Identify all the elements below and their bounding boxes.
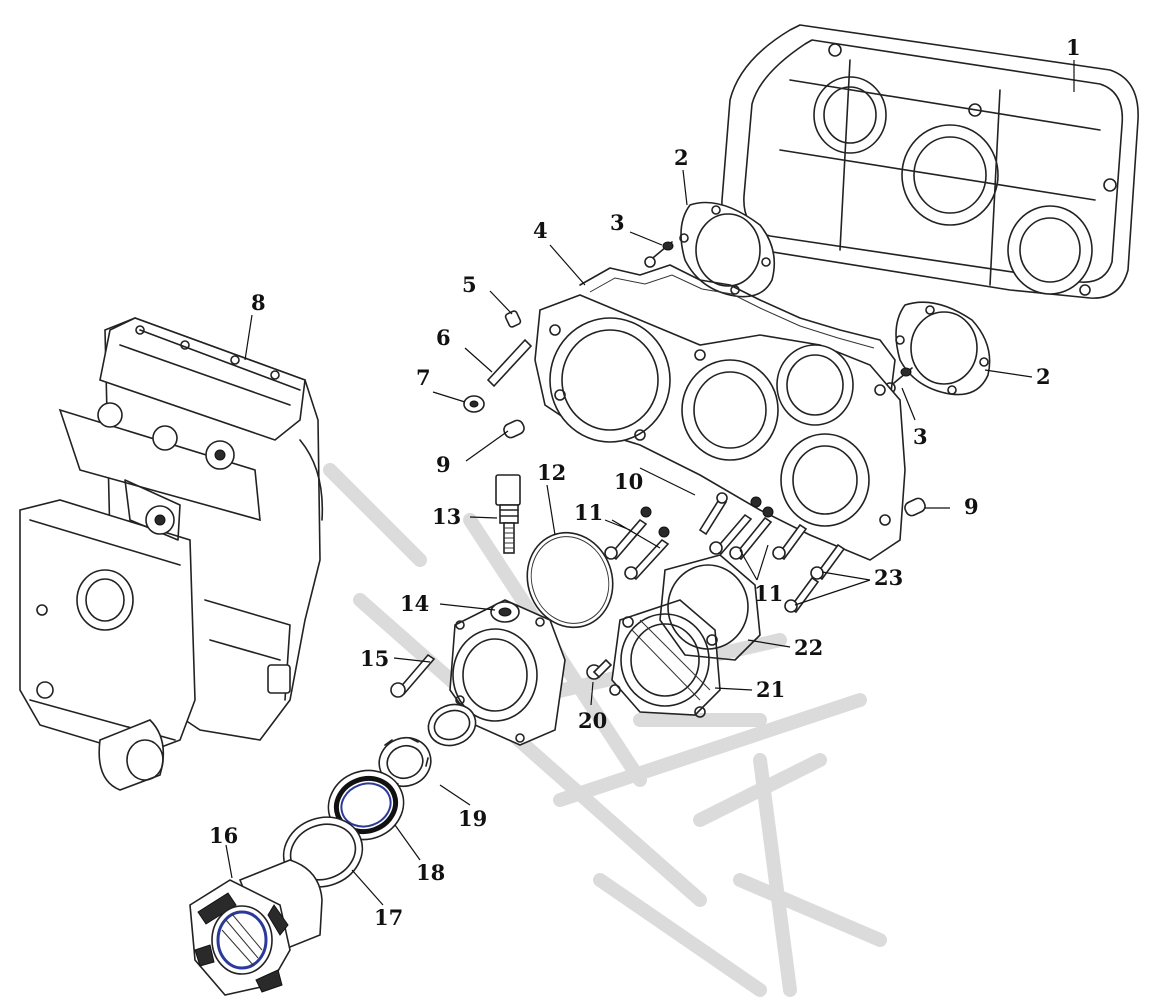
part-14-valve-housing (449, 599, 566, 746)
part-middle-housing (534, 294, 906, 561)
part-5-bolt (504, 310, 522, 328)
part-13-sensor (495, 474, 521, 554)
part-6-stud (486, 338, 533, 388)
part-7-nut (463, 395, 485, 413)
callout-14: 14 (400, 591, 429, 616)
callout-12: 12 (537, 460, 566, 485)
part-2-flange-plate-lower (895, 301, 991, 396)
callout-23: 23 (874, 565, 903, 590)
part-21-cover (609, 599, 721, 718)
part-16-drive-flange (189, 859, 323, 996)
part-1-housing-cover (721, 24, 1139, 299)
callout-5: 5 (462, 272, 477, 297)
callout-1: 1 (1066, 35, 1081, 60)
callout-21: 21 (756, 677, 785, 702)
callout-7: 7 (416, 365, 431, 390)
callout-11-lower: 11 (754, 581, 783, 606)
callout-11-upper: 11 (574, 500, 603, 525)
callout-17: 17 (374, 905, 403, 930)
callout-6: 6 (436, 325, 451, 350)
callout-3-upper: 3 (610, 210, 625, 235)
leader-lines (225, 60, 1075, 906)
callout-2-lower: 2 (1036, 364, 1051, 389)
callout-20: 20 (578, 708, 607, 733)
part-3-screw-upper (644, 241, 674, 268)
part-19-lock-nut (378, 736, 432, 788)
part-11-bolts (604, 496, 774, 581)
part-23-bolts (772, 523, 846, 614)
callout-18: 18 (416, 860, 445, 885)
part-12-o-ring (526, 531, 614, 629)
callout-15: 15 (360, 646, 389, 671)
part-20-bolt (586, 658, 613, 680)
callout-8: 8 (251, 290, 266, 315)
part-2-flange-plate-upper (679, 201, 776, 298)
callout-10: 10 (614, 469, 643, 494)
callout-19: 19 (458, 806, 487, 831)
callout-13: 13 (432, 504, 461, 529)
part-10-bolt (698, 492, 728, 536)
part-22-gasket (659, 554, 761, 661)
callout-9-right: 9 (964, 494, 979, 519)
part-15-bolt (390, 653, 436, 698)
part-8-pump-assembly (19, 317, 324, 791)
part-sleeve (427, 703, 477, 747)
callout-2-upper: 2 (674, 145, 689, 170)
callout-22: 22 (794, 635, 823, 660)
callout-4: 4 (533, 218, 548, 243)
part-9-dowel-left (503, 419, 525, 439)
part-9-dowel-right (904, 497, 926, 517)
callout-labels: 1 2 2 3 3 4 5 6 7 8 9 9 10 11 11 12 13 1… (209, 35, 1081, 930)
callout-16: 16 (209, 823, 238, 848)
callout-3-lower: 3 (913, 424, 928, 449)
callout-9-left: 9 (436, 452, 451, 477)
